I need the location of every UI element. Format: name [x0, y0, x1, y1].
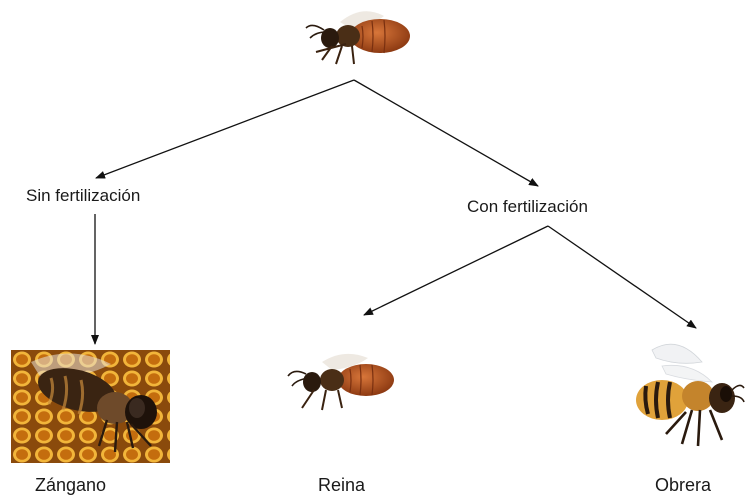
worker-bee-picture — [636, 344, 744, 446]
queen-bee-picture — [288, 354, 394, 410]
node-sin-fertilizacion: Sin fertilización — [26, 186, 140, 206]
arrow-root-to-con — [354, 80, 538, 186]
arrow-root-to-sin — [96, 80, 354, 178]
label-zangano: Zángano — [35, 475, 106, 496]
node-con-fertilizacion: Con fertilización — [467, 197, 588, 217]
arrow-con-to-reina — [364, 226, 548, 315]
label-obrera: Obrera — [655, 475, 711, 496]
queen-bee-picture — [306, 11, 410, 64]
label-reina: Reina — [318, 475, 365, 496]
drone-on-honeycomb-picture — [11, 350, 170, 463]
arrow-con-to-obrera — [548, 226, 696, 328]
